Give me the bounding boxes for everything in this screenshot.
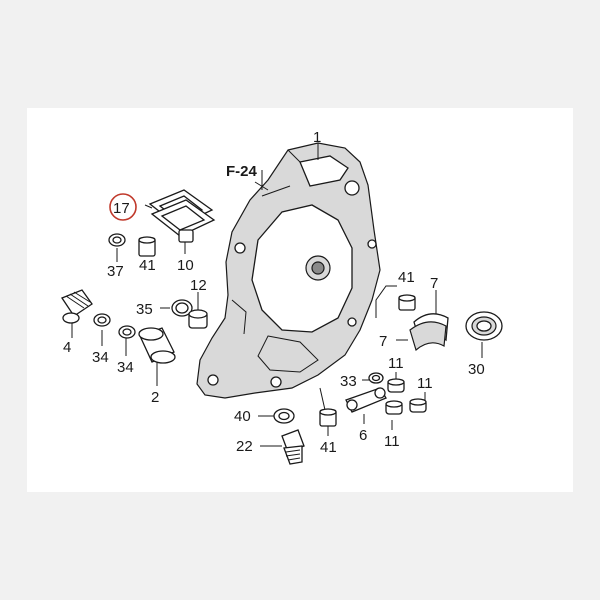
bushing-part-11-c	[409, 398, 427, 413]
label-part-41-right: 41	[398, 269, 415, 286]
dowel-pin-part-41-right	[398, 294, 416, 311]
label-part-35: 35	[136, 301, 153, 318]
o-ring-part-35	[171, 299, 193, 317]
bearing-part-30	[465, 311, 503, 341]
label-part-41-upper: 41	[139, 257, 156, 274]
drain-bolt-part-22	[281, 429, 305, 465]
bushing-part-11-a	[387, 378, 405, 393]
dowel-pin-part-41-lower	[319, 408, 337, 427]
label-part-10: 10	[177, 257, 194, 274]
o-ring-part-33	[368, 372, 384, 384]
crankcase-cover-part	[196, 142, 381, 399]
label-part-17: 17	[113, 200, 130, 217]
label-part-33: 33	[340, 373, 357, 390]
ring-part-34-left	[93, 313, 111, 327]
sleeve-part-2	[138, 327, 176, 364]
dowel-pin-part-41-upper	[138, 236, 156, 257]
bearing-shell-part-7	[409, 313, 449, 352]
label-part-11-b: 11	[384, 433, 400, 450]
highlight-circle-part-17	[109, 193, 137, 221]
fitting-part-4	[61, 289, 93, 324]
ring-part-34-right	[118, 325, 136, 339]
gasket-part-17	[148, 189, 216, 237]
label-part-41-lower: 41	[320, 439, 337, 456]
bushing-part-12	[188, 309, 208, 329]
label-part-6: 6	[359, 427, 367, 444]
label-part-40: 40	[234, 408, 251, 425]
dowel-pin-part-10	[178, 229, 194, 243]
label-part-22: 22	[236, 438, 253, 455]
label-part-4: 4	[63, 339, 71, 356]
o-ring-part-37	[108, 233, 126, 247]
label-part-12: 12	[190, 277, 207, 294]
crankcase-exploded-diagram: 1 F-24 17 10 37 41 12 35 4 34 34 2 40 22…	[61, 129, 503, 465]
label-part-2: 2	[151, 389, 159, 406]
label-part-7-upper: 7	[430, 275, 438, 292]
label-part-1: 1	[313, 129, 321, 146]
label-part-11-c: 11	[417, 375, 433, 392]
parts-diagram-panel: 1 F-24 17 10 37 41 12 35 4 34 34 2 40 22…	[27, 108, 573, 492]
label-f24-reference: F-24	[226, 163, 258, 180]
label-part-11-a: 11	[388, 355, 404, 372]
label-part-34-right: 34	[117, 359, 134, 376]
label-part-7-lower: 7	[379, 333, 387, 350]
link-part-6	[345, 387, 387, 413]
label-part-34-left: 34	[92, 349, 109, 366]
washer-part-40	[273, 408, 295, 424]
label-part-30: 30	[468, 361, 485, 378]
label-part-37: 37	[107, 263, 124, 280]
bushing-part-11-b	[385, 400, 403, 415]
